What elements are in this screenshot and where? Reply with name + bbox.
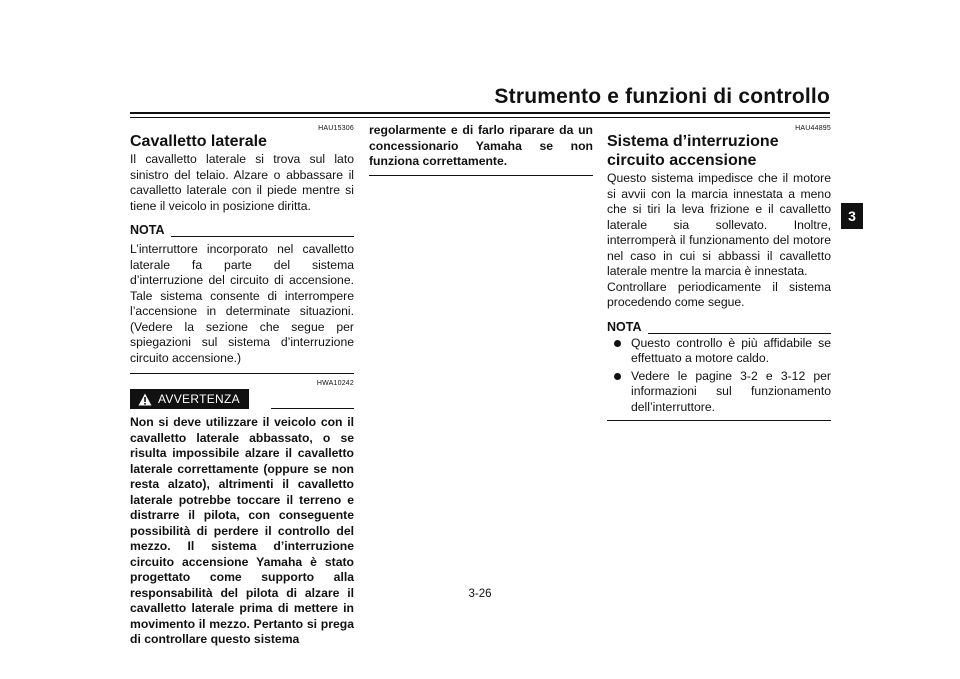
nota-rule	[170, 228, 354, 237]
nota-end-rule	[130, 373, 354, 374]
list-item: Vedere le pagine 3-2 e 3-12 per informaz…	[607, 369, 831, 416]
section-code: HAU44895	[795, 125, 831, 132]
body-paragraph-2: Controllare periodicamente il sistema pr…	[607, 279, 831, 310]
warning-rule	[270, 408, 354, 409]
nota-text: L’interruttore incorporato nel cavallett…	[130, 242, 354, 365]
list-item: Questo controllo è più affidabile se eff…	[607, 336, 831, 367]
warning-code: HWA10242	[316, 380, 354, 387]
middle-column: regolarmente e di farlo riparare da un c…	[369, 122, 593, 176]
warning-text: Non si deve utilizzare il veicolo con il…	[130, 415, 354, 646]
nota-bullet-list: Questo controllo è più affidabile se eff…	[607, 336, 831, 416]
right-column: HAU44895 Sistema d’interruzione circuito…	[607, 122, 831, 421]
page-number: 3-26	[468, 588, 492, 600]
nota-label: NOTA	[130, 223, 165, 237]
section-title: Cavalletto laterale	[130, 133, 267, 150]
chapter-tab: 3	[841, 203, 863, 229]
body-paragraph: Il cavalletto laterale si trova sul lato…	[130, 152, 354, 213]
header-rule-thin	[130, 117, 830, 118]
nota-heading: NOTA	[130, 223, 354, 237]
page-header-title: Strumento e funzioni di controllo	[494, 85, 830, 108]
nota-heading: NOTA	[607, 320, 831, 334]
warning-triangle-icon	[138, 393, 152, 405]
section-code: HAU15306	[318, 125, 354, 132]
bullet-icon	[614, 372, 621, 380]
warning-box: AVVERTENZA	[130, 389, 249, 409]
nota-end-rule	[607, 420, 831, 421]
section-title: Sistema d’interruzione circuito accensio…	[607, 133, 779, 169]
nota-rule	[647, 325, 831, 334]
bullet-icon	[614, 339, 621, 347]
warning-end-rule	[369, 174, 593, 176]
warning-text-continued: regolarmente e di farlo riparare da un c…	[369, 123, 593, 168]
warning-heading: AVVERTENZA	[130, 389, 354, 409]
nota-label: NOTA	[607, 319, 642, 334]
warning-label: AVVERTENZA	[158, 392, 240, 406]
header-rule	[130, 112, 830, 114]
left-column: HAU15306 Cavalletto laterale Il cavallet…	[130, 122, 354, 648]
body-paragraph: Questo sistema impedisce che il motore s…	[607, 171, 831, 278]
